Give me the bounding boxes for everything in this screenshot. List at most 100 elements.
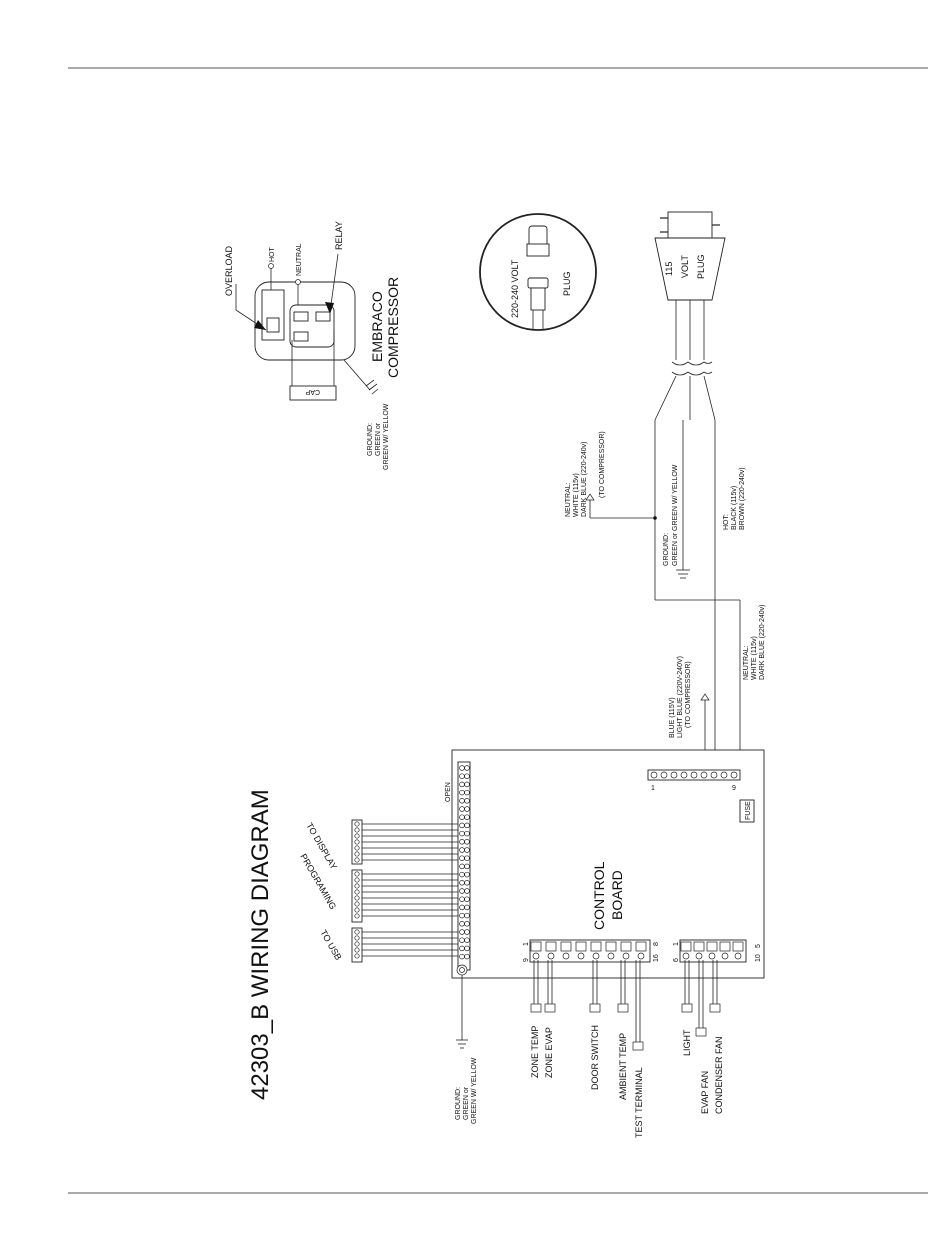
header-pin	[459, 781, 465, 788]
embraco-compressor: CAP HOT NEUTRAL OVERLOAD RELAY EMBRACO C…	[224, 221, 401, 470]
control-board: CONTROL BOARD OPEN FUSE 1 9 1 9 8 16 1 6…	[445, 749, 765, 979]
header-pin	[464, 814, 470, 820]
header-pin	[464, 937, 470, 943]
zone-temp-label: ZONE TEMP	[530, 1026, 540, 1078]
plug-115v: 115 VOLT PLUG	[654, 211, 740, 601]
harness-pin	[354, 845, 360, 851]
sensor-pin	[575, 941, 587, 952]
to-usb-label: TO USB	[318, 928, 343, 962]
power-pin	[650, 771, 658, 779]
load-pin-10: 10	[755, 954, 762, 962]
power-pin	[730, 771, 738, 779]
header-pin	[464, 765, 470, 771]
neutral-comp-4: (TO COMPRESSOR)	[599, 431, 606, 498]
sensor-pin	[635, 941, 647, 952]
header-pin	[459, 855, 465, 861]
load-pin	[680, 941, 692, 952]
header-pin	[459, 863, 465, 870]
sensor-pin-16: 16	[653, 954, 660, 962]
door-switch-wire-end	[589, 1003, 601, 1013]
compressor-ground-3: GREEN W/ YELLOW	[383, 403, 390, 470]
sensor-pin	[620, 941, 632, 952]
fuse-label: FUSE	[745, 801, 752, 820]
header-pin	[459, 773, 465, 779]
harness-pin	[354, 877, 360, 883]
neutral-comp-3: DARK BLUE (220-240v)	[581, 442, 588, 517]
header-pin	[464, 904, 470, 911]
power-pin	[700, 771, 708, 779]
board-ground-3: GREEN W/ YELLOW	[471, 1057, 478, 1124]
load-pin-5: 5	[755, 944, 762, 948]
header-pin	[459, 806, 465, 812]
board-ground-2: GREEN or	[463, 1086, 470, 1120]
load-pin	[732, 941, 744, 952]
harness-pin	[354, 907, 360, 913]
header-pin	[464, 912, 470, 919]
header-pin	[459, 953, 465, 960]
header-pin	[464, 953, 470, 960]
header-pin	[464, 871, 470, 878]
header-pin	[459, 789, 465, 796]
load-pin	[721, 952, 729, 960]
header-pin	[459, 830, 465, 837]
header-pin	[459, 847, 465, 853]
harness-pin	[354, 839, 360, 845]
overload-box	[261, 289, 285, 341]
cap-label: CAP	[305, 388, 320, 395]
light-wire-end	[681, 1003, 693, 1013]
header-pin	[459, 921, 465, 927]
header-pin	[459, 839, 465, 845]
load-pin	[706, 941, 718, 952]
board-ground-1: GROUND:	[455, 1087, 462, 1120]
sensor-connector	[529, 939, 651, 963]
harness-pin	[354, 857, 360, 863]
sensor-pin	[545, 941, 557, 952]
header-pin	[459, 798, 465, 804]
harness-pin	[354, 883, 360, 889]
harness-pin	[354, 833, 360, 839]
header-pin	[459, 822, 465, 829]
zone-evap-label: ZONE EVAP	[544, 1027, 554, 1078]
header-pin	[459, 888, 465, 894]
compressor-ground-1: GROUND:	[367, 423, 374, 456]
header-pin	[464, 806, 470, 812]
capacitor	[289, 385, 337, 401]
plug-115-label-1: 115	[664, 262, 674, 276]
header-pin	[459, 896, 465, 902]
harness-pin	[354, 953, 360, 959]
header-pin	[464, 847, 470, 853]
compressor-name-line2: COMPRESSOR	[385, 277, 401, 378]
sensor-pin	[607, 952, 615, 960]
compressor-ground-2: GREEN or	[375, 422, 382, 456]
overload-label: OVERLOAD	[224, 245, 234, 296]
header-pin	[459, 904, 465, 911]
condenser-fan-label: CONDENSER FAN	[714, 1036, 724, 1114]
sensor-pin	[530, 941, 542, 952]
sensor-pin	[592, 952, 600, 960]
header-pin	[459, 912, 465, 919]
harnesses: TO DISPLAY PROGRAMING TO USB GROUND: GRE…	[298, 819, 478, 1124]
sensor-pin	[560, 941, 572, 952]
header-pin	[464, 929, 470, 935]
harness-pin	[354, 947, 360, 953]
harness-pin	[354, 827, 360, 833]
plug-220-240v: 220-240 VOLT PLUG	[479, 213, 597, 331]
plug-115-label-2: VOLT	[680, 255, 690, 278]
sensor-pin	[547, 952, 555, 960]
sensor-pin	[605, 941, 617, 952]
plug-115-label-3: PLUG	[696, 254, 706, 279]
header-pin	[464, 855, 470, 861]
neutral-board-1: NEUTRAL:	[743, 645, 750, 680]
header-pin	[464, 822, 470, 829]
neutral-comp-1: NEUTRAL:	[565, 482, 572, 517]
harness-pin	[354, 941, 360, 947]
sensor-pin-8: 8	[653, 942, 660, 946]
control-board-label-2: BOARD	[609, 870, 625, 920]
sensor-pin-1: 1	[523, 942, 530, 946]
evap-fan-label: EVAP FAN	[700, 1071, 710, 1114]
plug-220-label-2: PLUG	[562, 271, 572, 296]
condenser-fan-wire-end	[709, 1003, 721, 1013]
power-pin	[660, 771, 668, 779]
blue-comp-2: LIGHT BLUE (220V-240V)	[677, 656, 684, 738]
